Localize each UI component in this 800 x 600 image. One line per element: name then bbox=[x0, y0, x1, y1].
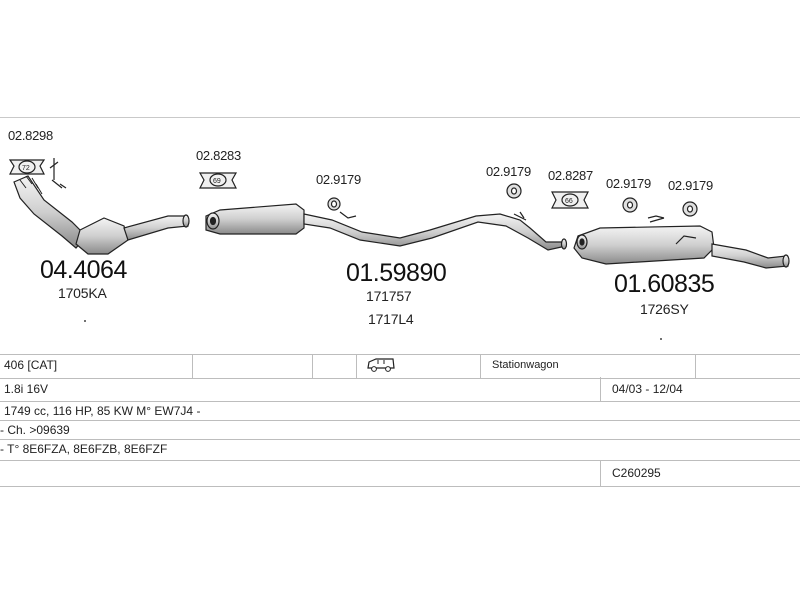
table-row: - T° 8E6FZA, 8E6FZB, 8E6FZF bbox=[0, 440, 800, 461]
part-number-01.60835[interactable]: 01.60835 bbox=[614, 270, 715, 298]
clamp-label-72: 72 bbox=[22, 165, 30, 172]
table-row: 1.8i 16V 04/03 - 12/04 bbox=[0, 377, 800, 402]
part-ref-171757: 171757 bbox=[366, 288, 412, 304]
cell-divider bbox=[312, 355, 313, 378]
exhaust-diagram: 72 69 bbox=[0, 118, 800, 354]
hanger-02.9179-d[interactable] bbox=[682, 201, 698, 217]
clamp-number-02.8298: 02.8298 bbox=[8, 128, 53, 143]
top-divider bbox=[0, 117, 800, 118]
body-type-cell: Stationwagon bbox=[492, 359, 559, 371]
rear-silencer[interactable] bbox=[573, 217, 790, 269]
code-cell: C260295 bbox=[612, 466, 661, 480]
exhaust-drawing: 72 69 bbox=[8, 158, 790, 269]
cell-divider bbox=[600, 377, 601, 401]
chassis-cell: - Ch. >09639 bbox=[0, 423, 70, 437]
part-number-01.59890[interactable]: 01.59890 bbox=[346, 259, 447, 287]
clamp-label-66: 66 bbox=[565, 198, 573, 205]
types-cell: - T° 8E6FZA, 8E6FZB, 8E6FZF bbox=[0, 442, 168, 456]
clamp-02.8298[interactable]: 72 bbox=[8, 158, 67, 189]
hanger-number-02.9179-a: 02.9179 bbox=[316, 172, 361, 187]
hanger-number-02.9179-d: 02.9179 bbox=[668, 178, 713, 193]
cell-divider bbox=[480, 355, 481, 378]
catalytic-converter[interactable] bbox=[13, 175, 190, 255]
model-cell: 406 [CAT] bbox=[4, 358, 58, 372]
part-number-04.4064[interactable]: 04.4064 bbox=[40, 256, 127, 284]
dot-marker bbox=[84, 320, 86, 322]
period-cell: 04/03 - 12/04 bbox=[612, 382, 683, 396]
stationwagon-icon bbox=[366, 356, 396, 380]
table-row: C260295 bbox=[0, 461, 800, 487]
clamp-number-02.8287: 02.8287 bbox=[548, 168, 593, 183]
clamp-label-69: 69 bbox=[213, 178, 221, 185]
engine-cell: 1.8i 16V bbox=[4, 382, 49, 396]
table-row: - Ch. >09639 bbox=[0, 421, 800, 440]
hanger-number-02.9179-c: 02.9179 bbox=[606, 176, 651, 191]
dot-marker bbox=[660, 338, 662, 340]
hanger-02.9179-a[interactable] bbox=[327, 197, 357, 219]
clamp-02.8283[interactable]: 69 bbox=[198, 172, 238, 189]
cell-divider bbox=[356, 355, 357, 378]
hanger-number-02.9179-b: 02.9179 bbox=[486, 164, 531, 179]
hanger-02.9179-b[interactable] bbox=[506, 183, 522, 199]
part-ref-1717L4: 1717L4 bbox=[368, 311, 414, 327]
table-row: 406 [CAT] Stationwagon bbox=[0, 354, 800, 379]
cell-divider bbox=[600, 461, 601, 486]
cell-divider bbox=[695, 355, 696, 378]
table-row: 1749 cc, 116 HP, 85 KW M° EW7J4 - bbox=[0, 402, 800, 421]
clamp-number-02.8283: 02.8283 bbox=[196, 148, 241, 163]
cell-divider bbox=[192, 355, 193, 378]
clamp-02.8287[interactable]: 66 bbox=[551, 191, 589, 209]
spec-cell: 1749 cc, 116 HP, 85 KW M° EW7J4 - bbox=[4, 404, 201, 418]
part-ref-1705KA: 1705KA bbox=[58, 285, 107, 301]
front-silencer[interactable] bbox=[205, 203, 568, 251]
part-ref-1726SY: 1726SY bbox=[640, 301, 689, 317]
hanger-02.9179-c[interactable] bbox=[622, 197, 665, 219]
